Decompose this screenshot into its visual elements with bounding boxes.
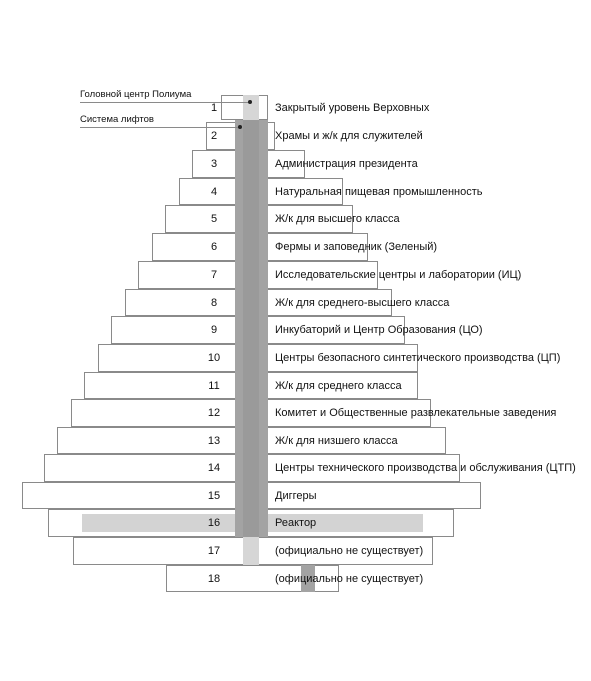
lower-lift-shaft (301, 565, 315, 592)
level-2-label: Храмы и ж/к для служителей (275, 130, 423, 142)
level-12-number: 12 (207, 407, 221, 419)
level-8-number: 8 (210, 296, 218, 309)
level-4-label: Натуральная пищевая промышленность (275, 185, 483, 198)
level-3-label: Администрация президента (275, 158, 418, 170)
level-7-number: 7 (210, 269, 218, 281)
level-17-label: (официально не существует) (275, 545, 424, 557)
callout-head-center: Головной центр Полиума (80, 89, 192, 100)
level-3-number: 3 (210, 158, 218, 170)
level-17-number: 17 (207, 545, 221, 557)
level-11-label: Ж/к для среднего класса (275, 379, 402, 392)
callout-lift-system: Система лифтов (80, 114, 154, 125)
callout-lift-system-line (80, 127, 240, 128)
level-6-number: 6 (210, 241, 218, 253)
level-10-number: 10 (207, 352, 221, 364)
callout-head-center-line (80, 102, 250, 103)
level-8-label: Ж/к для среднего-высшего класса (275, 296, 450, 309)
level-7-label: Исследовательские центры и лаборатории (… (275, 269, 522, 281)
level-11-number: 11 (208, 379, 220, 392)
level-1-label: Закрытый уровень Верховных (275, 101, 430, 114)
level-16-number: 16 (207, 517, 221, 529)
level-18-label: (официально не существует) (275, 572, 424, 585)
level-2-number: 2 (210, 130, 218, 142)
level-4-number: 4 (210, 185, 218, 198)
level-18-number: 18 (207, 572, 221, 585)
level-9-label: Инкубаторий и Центр Образования (ЦО) (275, 324, 483, 336)
level-15-label: Диггеры (275, 489, 317, 502)
level-1-number: 1 (210, 101, 218, 114)
level-13-number: 13 (207, 434, 221, 447)
level-9-number: 9 (210, 324, 218, 336)
level-5-number: 5 (210, 213, 218, 225)
level-5-label: Ж/к для высшего класса (275, 213, 400, 225)
level-15-number: 15 (207, 489, 221, 502)
level-16-label: Реактор (275, 517, 317, 529)
core-lift-shaft (243, 120, 259, 537)
callout-head-center-dot (248, 100, 252, 104)
level-10-label: Центры безопасного синтетического произв… (275, 352, 561, 364)
callout-lift-system-dot (238, 125, 242, 129)
level-14-label: Центры технического производства и обслу… (275, 462, 576, 474)
level-12-label: Комитет и Общественные развлекательные з… (275, 407, 557, 419)
level-14-number: 14 (207, 462, 221, 474)
level-13-label: Ж/к для низшего класса (275, 434, 398, 447)
level-6-label: Фермы и заповедник (Зеленый) (275, 241, 438, 253)
